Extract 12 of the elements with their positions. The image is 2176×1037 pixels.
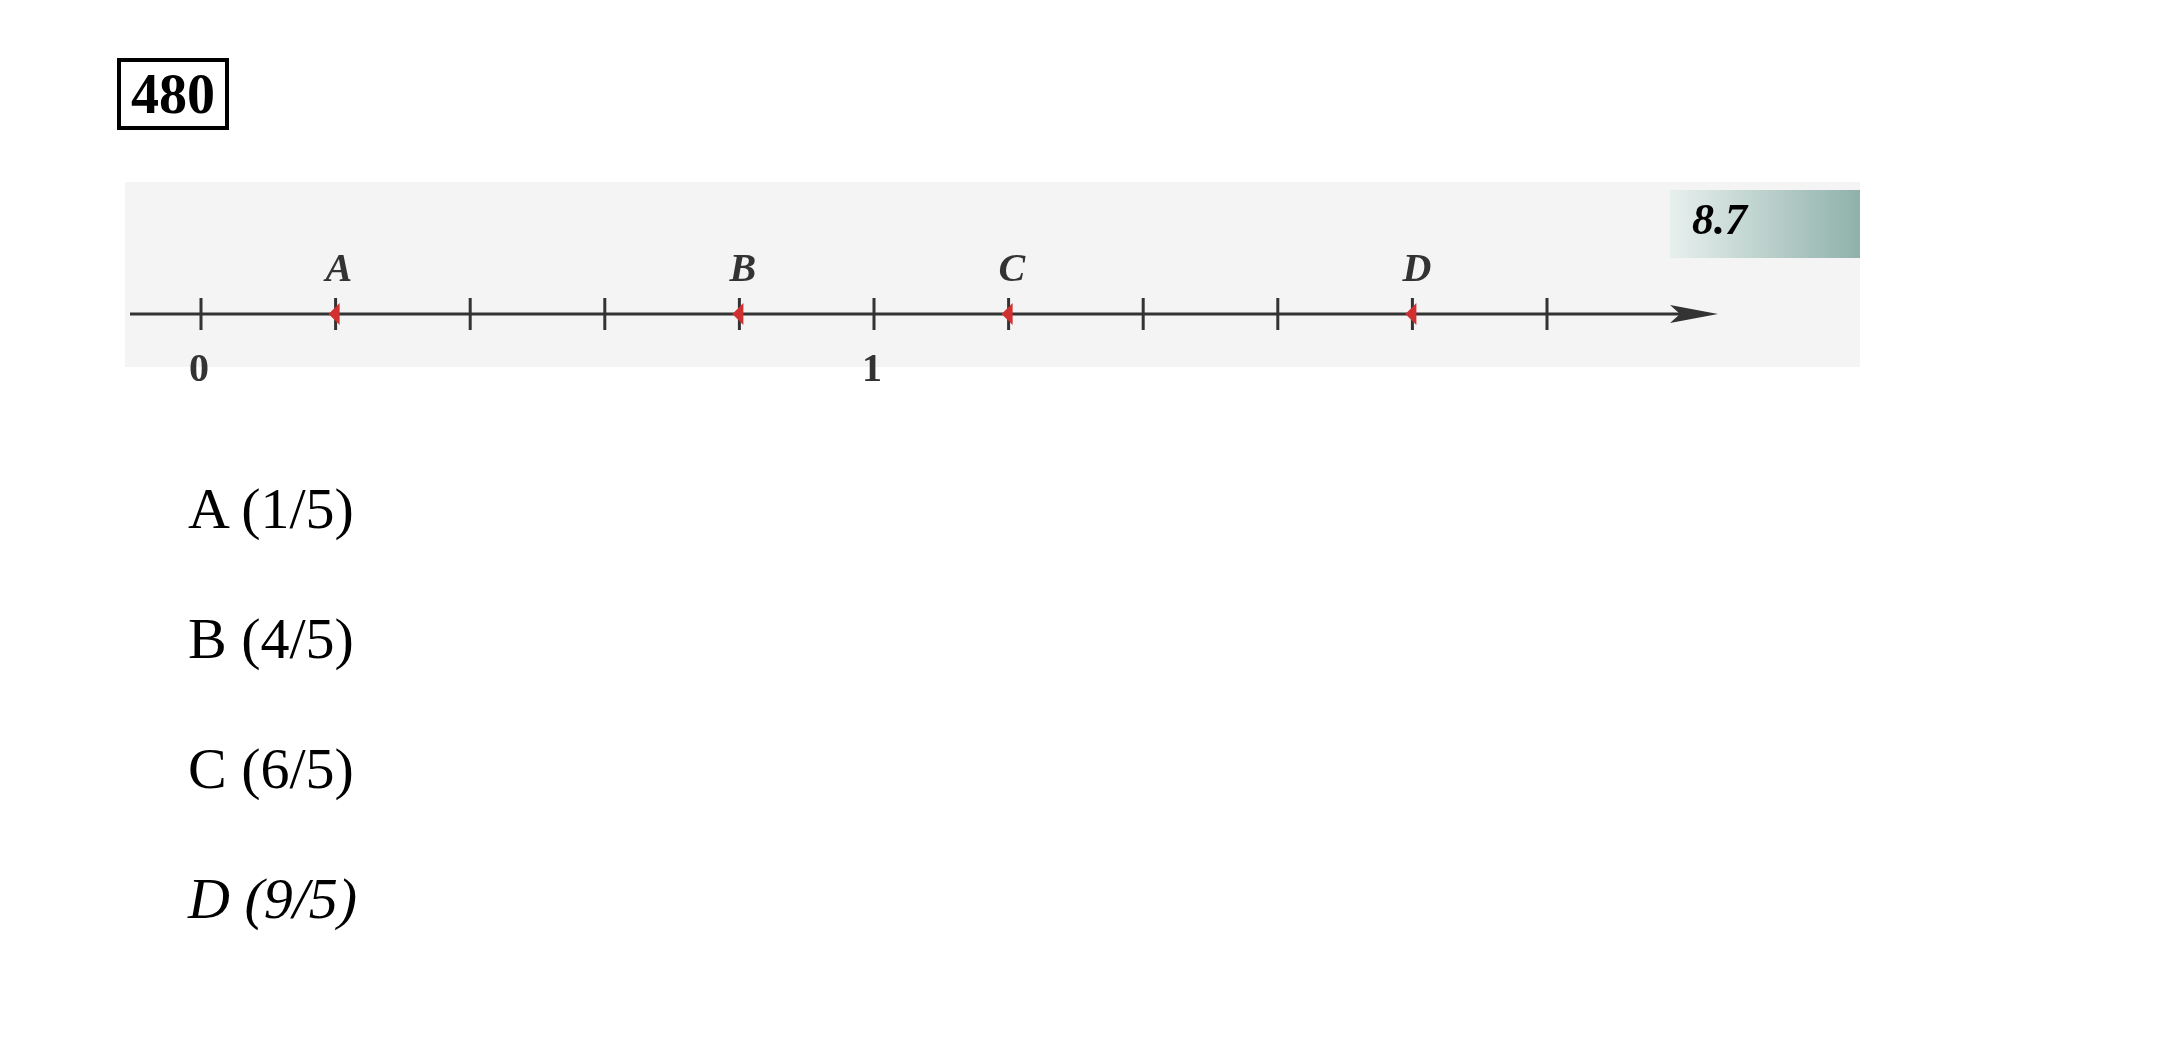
tick-label: 0 (189, 348, 209, 388)
point-label: A (325, 248, 353, 288)
answer-text: A (1/5) (188, 480, 354, 538)
answer-text: D (9/5) (188, 870, 358, 928)
figure-number: 8.7 (1670, 190, 1860, 258)
point-label: D (1402, 248, 1432, 288)
answer-text: B (4/5) (188, 610, 354, 668)
point-label: C (998, 248, 1026, 288)
answer-text: C (6/5) (188, 740, 354, 798)
tick-label: 1 (862, 348, 882, 388)
problem-number: 480 (117, 58, 229, 130)
point-label: B (729, 248, 757, 288)
